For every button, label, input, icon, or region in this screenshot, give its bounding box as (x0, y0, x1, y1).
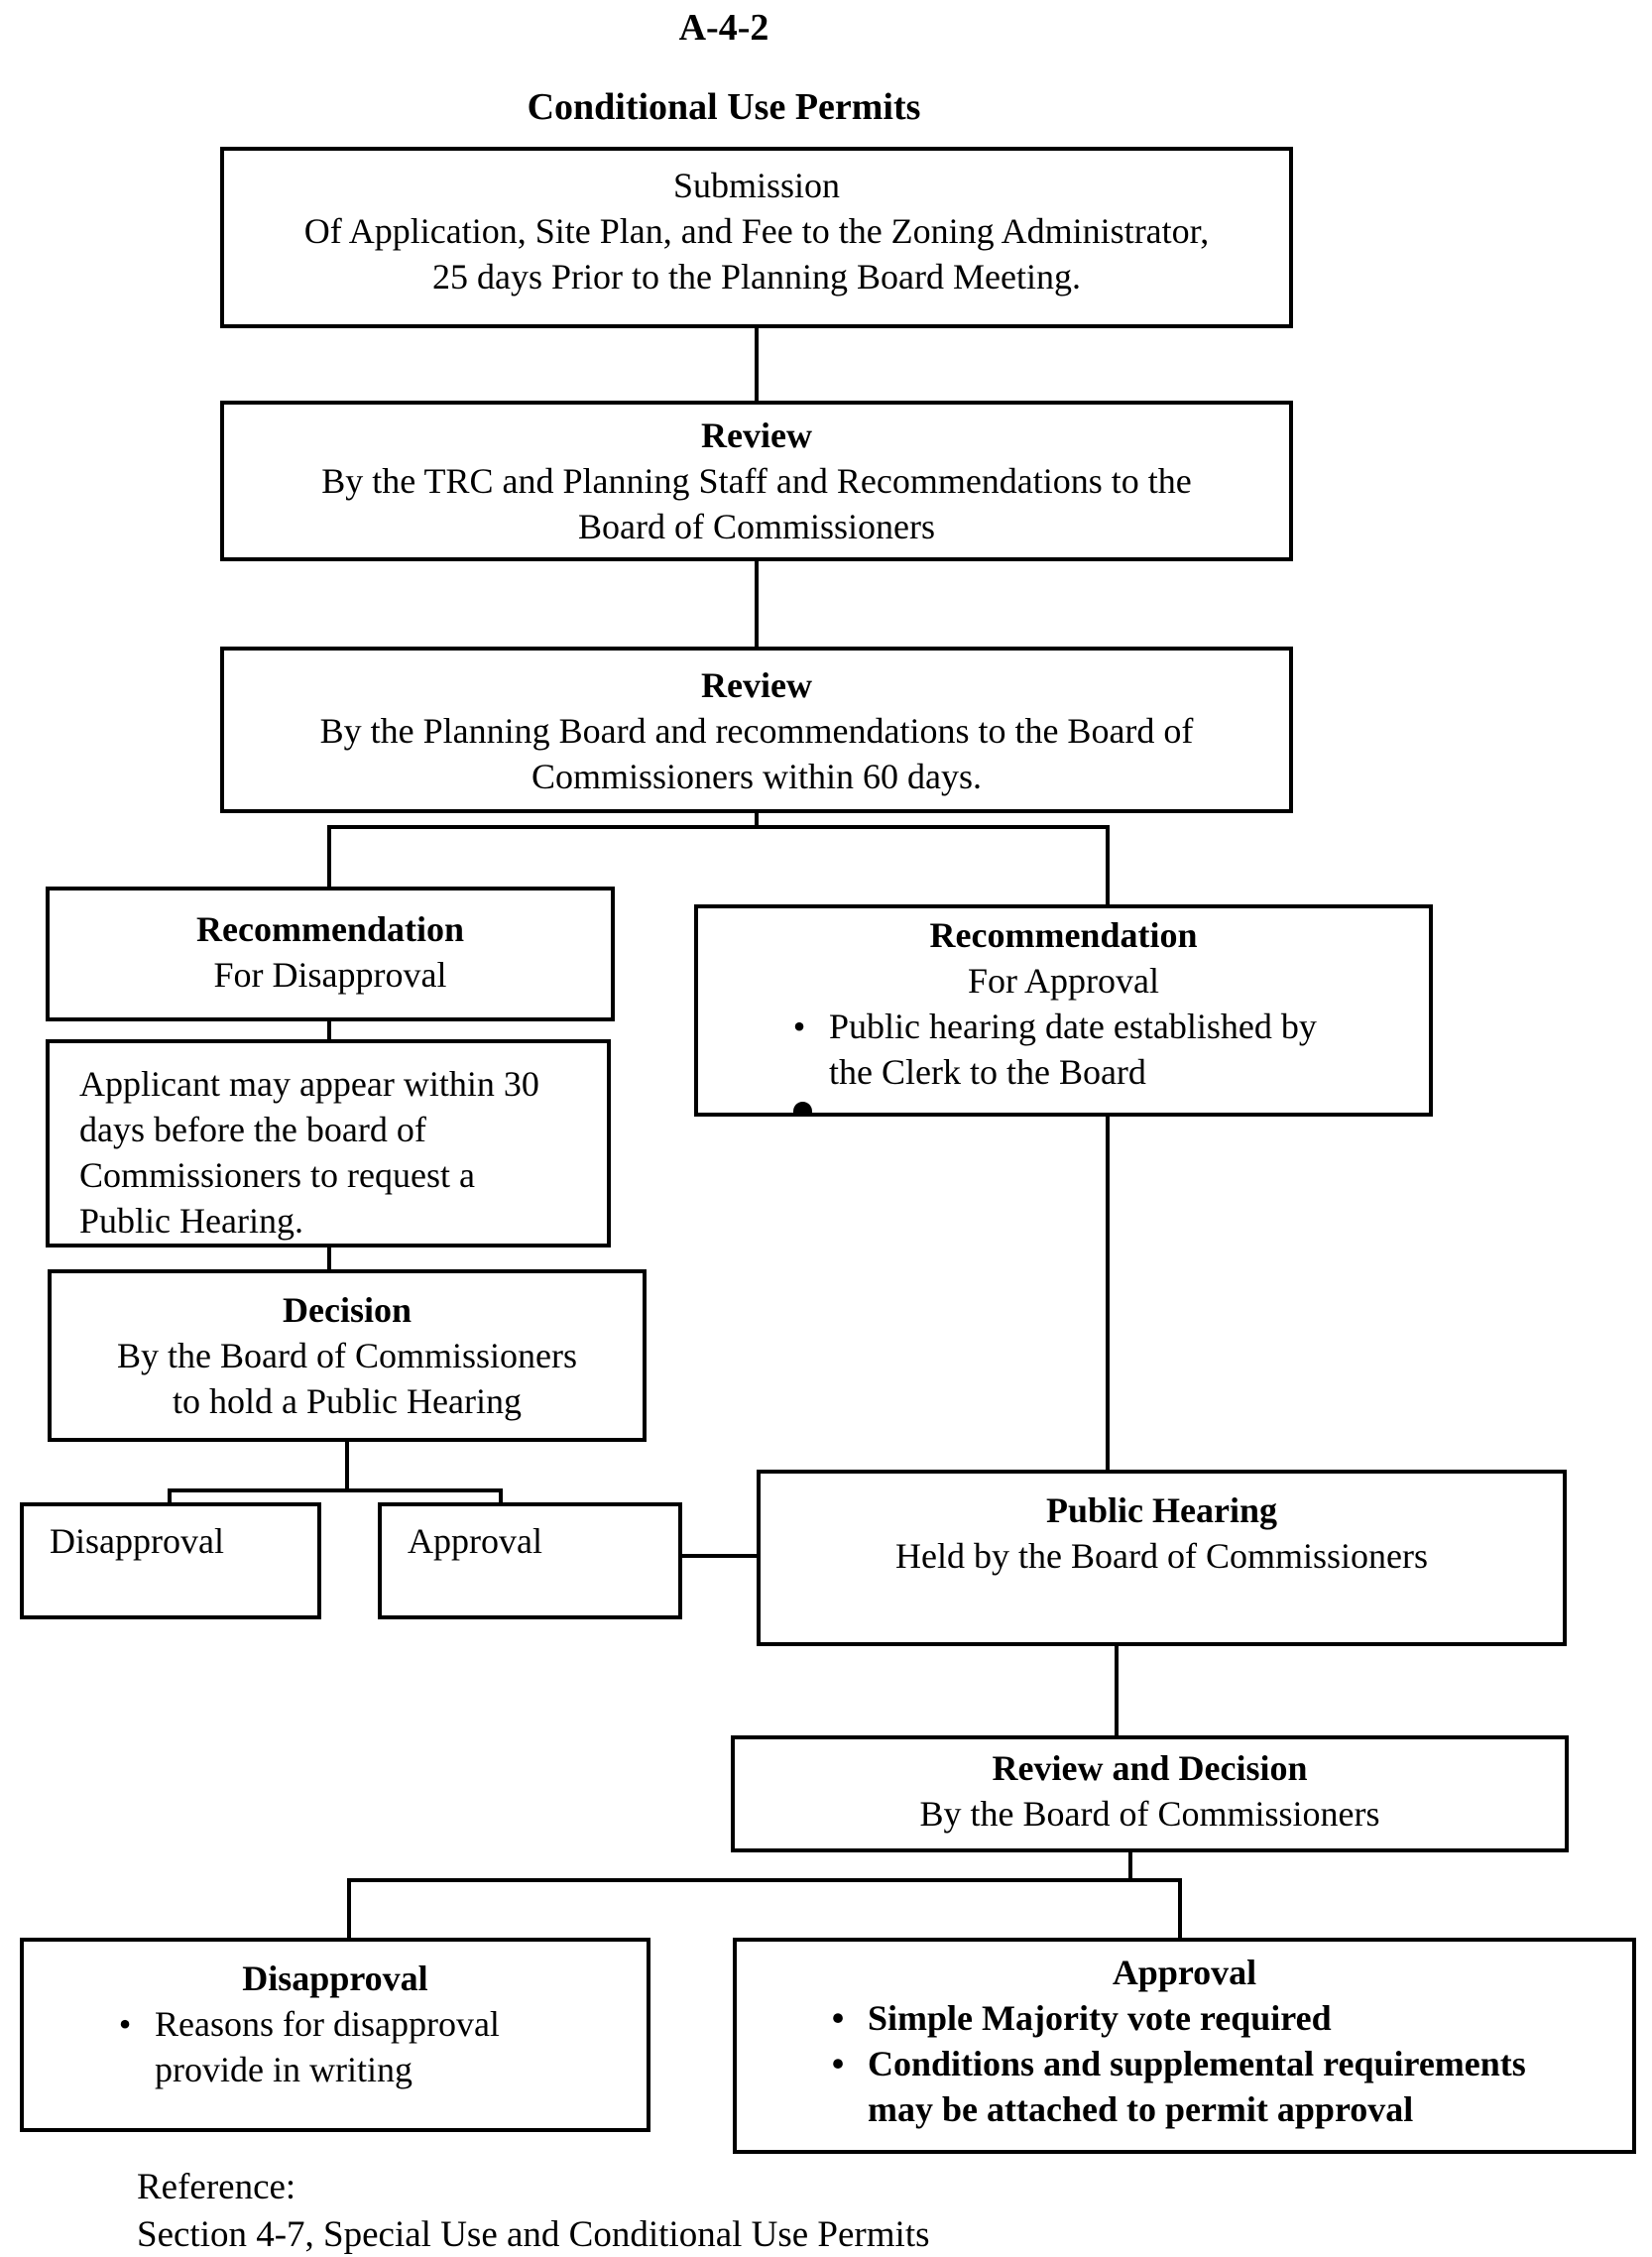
disapproval-outcome-label: Disapproval (50, 1521, 224, 1561)
reference-block: Reference: Section 4-7, Special Use and … (137, 2164, 930, 2257)
chart-title: Conditional Use Permits (527, 86, 921, 128)
review-planning-line1: By the Planning Board and recommendation… (319, 711, 1194, 751)
recommendation-approval-heading: Recommendation (929, 915, 1198, 955)
applicant-line2: days before the board of (79, 1110, 426, 1149)
disapproval-outcome-box: Disapproval (20, 1502, 321, 1619)
bullet-icon: • (831, 1998, 845, 2038)
review-planning-heading: Review (701, 665, 812, 705)
final-approval-heading: Approval (1112, 1953, 1257, 1992)
applicant-line3: Commissioners to request a (79, 1155, 475, 1195)
final-disapproval-heading: Disapproval (242, 1959, 428, 1998)
review-trc-box: Review By the TRC and Planning Staff and… (220, 401, 1293, 561)
decision-box: Decision By the Board of Commissioners t… (48, 1269, 647, 1442)
public-hearing-subheading: Held by the Board of Commissioners (895, 1536, 1428, 1576)
review-planning-line2: Commissioners within 60 days. (531, 757, 982, 796)
recommendation-approval-subheading: For Approval (968, 961, 1159, 1001)
final-disapproval-bullet-text: Reasons for disapproval provide in writi… (155, 2004, 500, 2089)
bullet-icon: • (792, 1007, 806, 1046)
truncated-bullet-icon (793, 1102, 812, 1113)
recommendation-approval-bullet: • Public hearing date established by the… (698, 1004, 1429, 1095)
recommendation-disapproval-box: Recommendation For Disapproval (46, 887, 615, 1021)
public-hearing-box: Public Hearing Held by the Board of Comm… (757, 1470, 1567, 1646)
bullet-icon: • (831, 2044, 845, 2083)
final-approval-bullet-1: • Simple Majority vote required (737, 1995, 1632, 2041)
page-label: A-4-2 (678, 7, 769, 49)
final-disapproval-box: Disapproval • Reasons for disapproval pr… (20, 1938, 650, 2132)
reference-text: Section 4-7, Special Use and Conditional… (137, 2214, 930, 2255)
final-disapproval-bullet: • Reasons for disapproval provide in wri… (24, 2001, 647, 2092)
final-approval-bullet-1-text: Simple Majority vote required (868, 1998, 1332, 2038)
submission-heading: Submission (672, 166, 841, 205)
submission-line2: 25 days Prior to the Planning Board Meet… (432, 257, 1081, 297)
review-trc-line1: By the TRC and Planning Staff and Recomm… (321, 461, 1192, 501)
review-and-decision-subheading: By the Board of Commissioners (919, 1794, 1380, 1834)
review-and-decision-heading: Review and Decision (992, 1748, 1308, 1788)
recommendation-disapproval-heading: Recommendation (196, 909, 464, 949)
bullet-icon: • (118, 2004, 132, 2044)
submission-line1: Of Application, Site Plan, and Fee to th… (303, 211, 1210, 251)
final-approval-box: Approval • Simple Majority vote required… (733, 1938, 1636, 2154)
submission-box: Submission Of Application, Site Plan, an… (220, 147, 1293, 328)
public-hearing-heading: Public Hearing (1046, 1490, 1277, 1530)
applicant-line4: Public Hearing. (79, 1201, 303, 1241)
decision-line1: By the Board of Commissioners (117, 1336, 577, 1375)
final-approval-bullet-2-text: Conditions and supplemental requirements… (868, 2044, 1526, 2129)
review-trc-heading: Review (701, 416, 812, 455)
review-and-decision-box: Review and Decision By the Board of Comm… (731, 1735, 1569, 1852)
applicant-line1: Applicant may appear within 30 (79, 1064, 539, 1104)
approval-outcome-label: Approval (408, 1521, 542, 1561)
recommendation-approval-box: Recommendation For Approval • Public hea… (694, 904, 1433, 1117)
applicant-appeal-box: Applicant may appear within 30 days befo… (46, 1039, 611, 1247)
review-trc-line2: Board of Commissioners (578, 507, 935, 546)
review-planning-board-box: Review By the Planning Board and recomme… (220, 647, 1293, 813)
reference-label: Reference: (137, 2167, 296, 2207)
recommendation-disapproval-subheading: For Disapproval (213, 955, 447, 995)
approval-outcome-box: Approval (378, 1502, 682, 1619)
recommendation-approval-bullet-text: Public hearing date established by the C… (829, 1007, 1317, 1092)
decision-heading: Decision (283, 1290, 412, 1330)
decision-line2: to hold a Public Hearing (173, 1381, 522, 1421)
final-approval-bullet-2: • Conditions and supplemental requiremen… (737, 2041, 1632, 2132)
